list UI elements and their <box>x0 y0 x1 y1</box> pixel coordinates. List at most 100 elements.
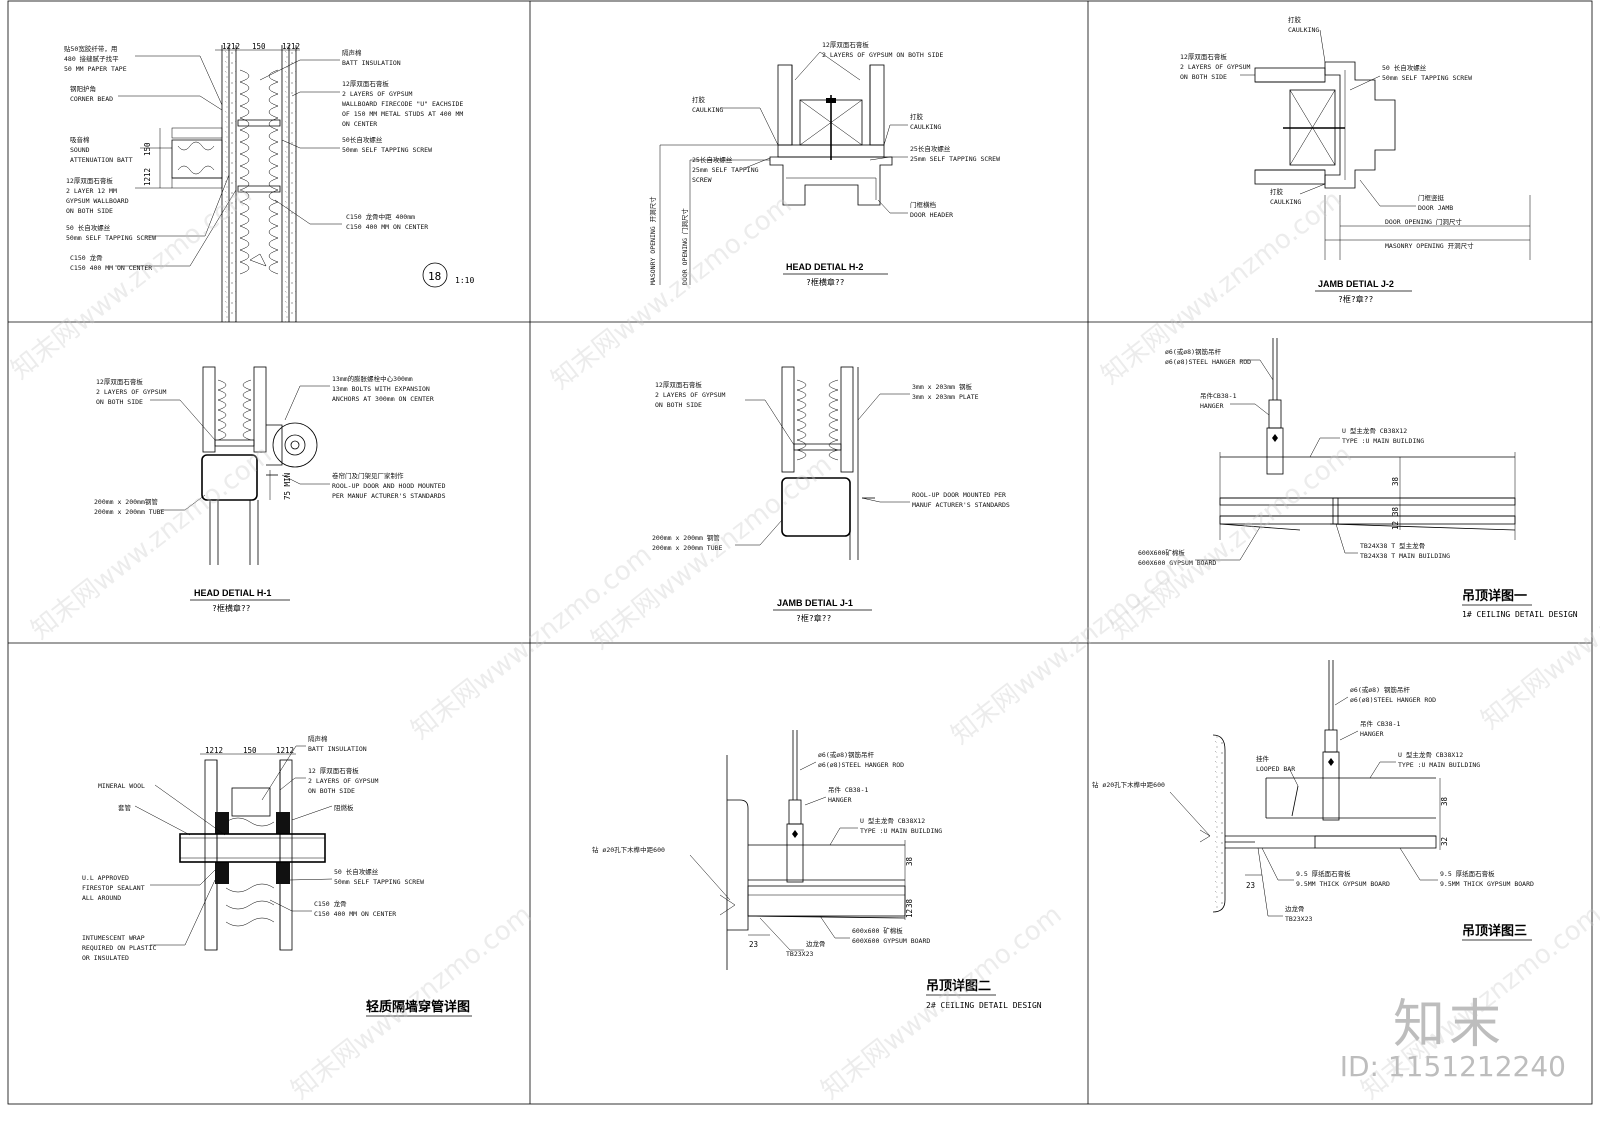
p1-label-5: 吸音棉 <box>70 135 90 144</box>
j2-title: JAMB DETIAL J-2 <box>1318 279 1394 289</box>
p1-label-17: BATT INSULATION <box>342 59 401 67</box>
j1-subtitle: ?框?章?? <box>796 613 831 623</box>
p6-label-6: TB24X38 T 型主龙骨 <box>1360 541 1425 550</box>
p1-label-13: 50mm SELF TAPPING SCREW <box>66 234 156 242</box>
p8-label-9: 边龙骨 <box>806 939 826 948</box>
jamb-j1-drawing <box>781 366 875 560</box>
p4-label-10: 200mm x 200mm TUBE <box>94 508 165 516</box>
p6-label-1: ø6(ø8)STEEL HANGER ROD <box>1165 358 1251 366</box>
watermark-2: 知末网www.znzmo.com <box>26 440 278 646</box>
p5-label-0: 12厚双面石膏板 <box>655 380 702 389</box>
j2-door-opening: DOOR OPENING 门洞尺寸 <box>1385 217 1462 226</box>
p2-label-5: CAULKING <box>910 123 941 131</box>
p1-label-11: ON BOTH SIDE <box>66 207 113 215</box>
dim-150-v: 150 <box>143 142 152 156</box>
p8-label-7: 600x600 矿棉板 <box>852 926 903 935</box>
pipe-penetration-labels: 隔声棉 BATT INSULATION 12 厚双面石膏板 2 LAYERS O… <box>82 734 424 962</box>
p7-label-9: 50mm SELF TAPPING SCREW <box>334 878 424 886</box>
p7-label-12: U.L APPROVED <box>82 874 129 882</box>
p3-label-6: 50mm SELF TAPPING SCREW <box>1382 74 1472 82</box>
p2-label-10: SCREW <box>692 176 712 184</box>
p4-label-4: 13mm BOLTS WITH EXPANSION <box>332 385 430 393</box>
p7-label-1: BATT INSULATION <box>308 745 367 753</box>
p8-label-6: 钻 ø20孔下木榫中距600 <box>592 845 665 854</box>
panel-ceiling-detail-3: 38 32 23 ø6(或ø8) 钢筋吊杆 ø6(ø8)STEEL HANGER… <box>1092 660 1534 941</box>
p5-label-8: 200mm x 200mm TUBE <box>652 544 723 552</box>
p8-label-0: ø6(或ø8)钢筋吊杆 <box>818 750 874 759</box>
h2-door-opening: DOOR OPENING 门洞尺寸 <box>680 208 689 285</box>
p1-label-4: CORNER BEAD <box>70 95 113 103</box>
c3-dim-38: 38 <box>1440 796 1449 806</box>
ceiling-2-drawing <box>719 730 906 970</box>
sheet-frame <box>7 0 1593 1105</box>
p7-label-3: 2 LAYERS OF GYPSUM <box>308 777 379 785</box>
ceiling-1-drawing <box>1219 338 1516 540</box>
dim-1212-b: 1212 <box>282 42 300 51</box>
p1-label-14: C150 龙骨 <box>70 253 103 262</box>
p1-label-20: WALLBOARD FIRECODE "U" EACHSIDE <box>342 100 463 108</box>
p1-label-15: C150 400 MM ON CENTER <box>70 264 152 272</box>
h2-title: HEAD DETIAL H-2 <box>786 262 863 272</box>
p1-label-16: 隔声棉 <box>342 48 362 57</box>
p1-label-12: 50 长自攻螺丝 <box>66 223 111 232</box>
p3-label-2: 12厚双面石膏板 <box>1180 52 1227 61</box>
p1-label-24: 50mm SELF TAPPING SCREW <box>342 146 432 154</box>
p2-label-7: 25mm SELF TAPPING SCREW <box>910 155 1000 163</box>
p8-label-8: 600X600 GYPSUM BOARD <box>852 937 930 945</box>
head-h1-drawing <box>201 366 318 565</box>
c1-title: 吊顶详图一 <box>1462 588 1527 604</box>
p7-label-6: 套管 <box>118 803 132 812</box>
p9-label-9: 9.5 厚纸面石膏板 <box>1296 869 1351 878</box>
p6-label-3: HANGER <box>1200 402 1224 410</box>
c1-dim-38-b: 38 <box>1391 506 1400 516</box>
p7-label-13: FIRESTOP SEALANT <box>82 884 145 892</box>
p7-label-14: ALL AROUND <box>82 894 121 902</box>
p7-label-17: OR INSULATED <box>82 954 129 962</box>
p1-label-9: 2 LAYER 12 MM <box>66 187 117 195</box>
p8-label-2: 吊件 CB38-1 <box>828 785 868 794</box>
p5-label-1: 2 LAYERS OF GYPSUM <box>655 391 726 399</box>
p4-label-3: 13mm的膨胀螺栓中心300mm <box>332 374 413 383</box>
j1-title: JAMB DETIAL J-1 <box>777 598 853 608</box>
p1-label-19: 2 LAYERS OF GYPSUM <box>342 90 413 98</box>
panel-head-detail-h2: MASONRY OPENING 开洞尺寸 DOOR OPENING 门洞尺寸 1… <box>648 40 1000 287</box>
c1-dim-12: 12 <box>1391 521 1400 530</box>
p7-label-2: 12 厚双面石膏板 <box>308 766 359 775</box>
c2-subtitle: 2# CEILING DETAIL DESIGN <box>926 1001 1042 1010</box>
panel-ceiling-detail-1: 38 38 12 ø6(或ø8)钢筋吊杆 ø6(ø8)STEEL HANGER … <box>1138 338 1578 619</box>
p2-label-3: CAULKING <box>692 106 723 114</box>
p9-label-0: ø6(或ø8) 钢筋吊杆 <box>1350 685 1410 694</box>
p5-label-6: MANUF ACTURER'S STANDARDS <box>912 501 1010 509</box>
h2-masonry-opening: MASONRY OPENING 开洞尺寸 <box>648 196 657 285</box>
p9-label-2: 吊件 CB38-1 <box>1360 719 1400 728</box>
ceiling-1-labels: ø6(或ø8)钢筋吊杆 ø6(ø8)STEEL HANGER ROD 吊件CB3… <box>1138 347 1450 567</box>
panel-head-detail-h1: 75 MIN 12厚双面石膏板 2 LAYERS OF GYPSUM ON BO… <box>94 366 446 613</box>
p1-label-8: 12厚双面石膏板 <box>66 176 113 185</box>
p9-label-8: 钻 ø20孔下木榫中距600 <box>1092 780 1165 789</box>
p9-label-12: 9.5MM THICK GYPSUM BOARD <box>1440 880 1534 888</box>
p3-label-0: 打胶 <box>1288 15 1302 24</box>
head-h2-labels: 12厚双面石膏板 2 LAYERS OF GYPSUM ON BOTH SIDE… <box>692 40 1000 219</box>
c2-dim-23: 23 <box>749 940 758 949</box>
c3-dim-23: 23 <box>1246 881 1255 890</box>
p4-label-6: 卷帘门及门架见厂家制作 <box>332 471 404 480</box>
p3-label-10: DOOR JAMB <box>1418 204 1453 212</box>
p7-label-4: ON BOTH SIDE <box>308 787 355 795</box>
p1-label-22: ON CENTER <box>342 120 377 128</box>
watermarks: 知末网www.znzmo.com 知末网www.znzmo.com 知末网www… <box>6 180 1600 1106</box>
c1-subtitle: 1# CEILING DETAIL DESIGN <box>1462 610 1578 619</box>
p9-label-6: U 型主龙骨 CB38X12 <box>1398 750 1463 759</box>
watermark-3: 知末网www.znzmo.com <box>546 190 798 396</box>
watermark-8: 知末网www.znzmo.com <box>946 545 1198 751</box>
h1-title: HEAD DETIAL H-1 <box>194 588 271 598</box>
p9-label-7: TYPE :U MAIN BUILDING <box>1398 761 1480 769</box>
p6-label-5: TYPE :U MAIN BUILDING <box>1342 437 1424 445</box>
p2-label-2: 打胶 <box>692 95 706 104</box>
p8-label-5: TYPE :U MAIN BUILDING <box>860 827 942 835</box>
p4-label-8: PER MANUF ACTURER'S STANDARDS <box>332 492 446 500</box>
jamb-j2-labels: 打胶 CAULKING 12厚双面石膏板 2 LAYERS OF GYPSUM … <box>1180 15 1472 212</box>
watermark-1: 知末网www.znzmo.com <box>6 180 258 386</box>
p8-label-3: HANGER <box>828 796 852 804</box>
p7-label-16: REQUIRED ON PLASTIC <box>82 944 156 952</box>
